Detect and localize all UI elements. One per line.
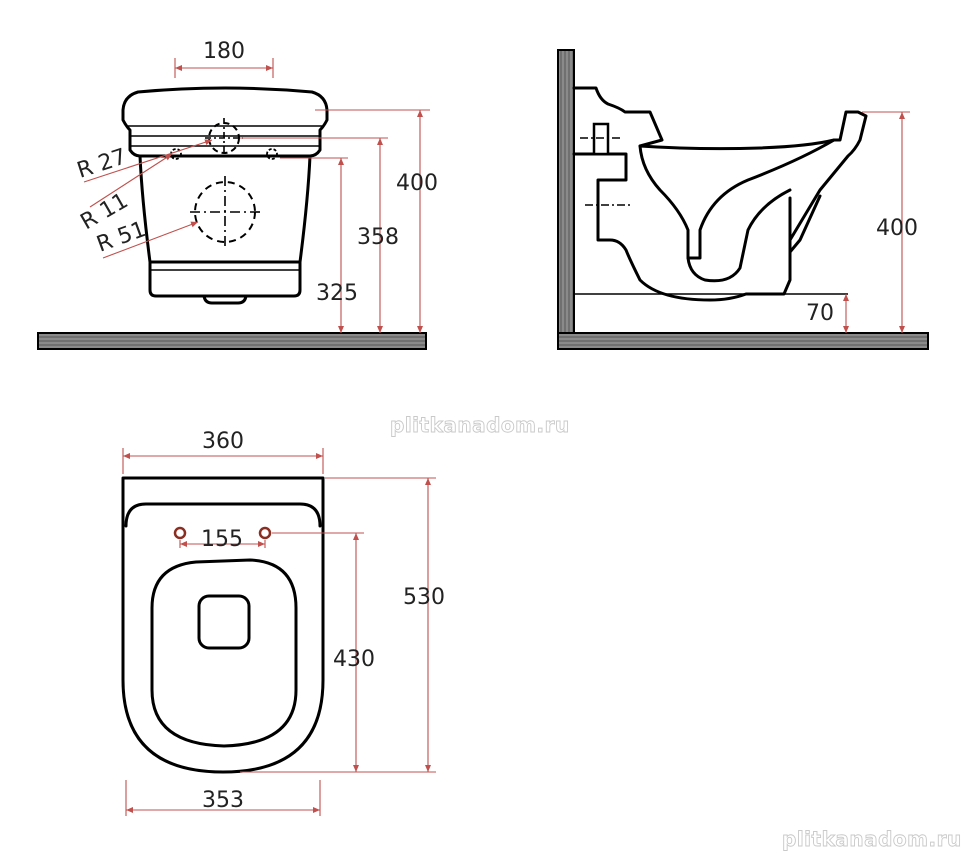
- top-outlet-square: [197, 594, 251, 650]
- front-bowl-base: [148, 260, 302, 298]
- top-right-bolt: [258, 526, 272, 540]
- top-left-bolt: [173, 526, 187, 540]
- side-mount-block: [592, 122, 610, 156]
- dim-bolt-spacing: 155: [201, 527, 243, 552]
- dim-length-seat: 430: [333, 647, 375, 672]
- dim-front-height-total: 400: [396, 171, 438, 196]
- top-view: 360 155 530 430 353: [121, 429, 445, 816]
- side-view: 400 70: [557, 49, 929, 350]
- dim-side-height: 400: [876, 216, 918, 241]
- top-seat-outline: [124, 502, 322, 528]
- dim-front-width: 180: [203, 39, 245, 64]
- dim-bottom-width: 353: [202, 788, 244, 813]
- dim-front-height-inlet: 358: [357, 225, 399, 250]
- watermark-corner: plitkanadom.ru: [782, 827, 962, 851]
- top-outer-outline: [121, 476, 325, 774]
- front-view: 180 400 358 325 R 27 R 11 R 51: [37, 39, 438, 350]
- dim-side-floor-clearance: 70: [806, 301, 834, 326]
- dim-radius-top: R 27: [74, 144, 130, 183]
- side-wall: [557, 49, 575, 335]
- dim-length-total: 530: [403, 585, 445, 610]
- front-floor: [37, 332, 427, 350]
- front-bowl-body: [138, 154, 312, 264]
- watermark-center: plitkanadom.ru: [390, 413, 570, 437]
- dim-top-width: 360: [202, 429, 244, 454]
- side-floor: [557, 332, 929, 350]
- dim-front-height-bolts: 325: [316, 281, 358, 306]
- top-bowl-opening: [150, 558, 298, 748]
- side-bowl-outline: [572, 86, 868, 302]
- front-right-bolt: [266, 148, 278, 160]
- front-bowl-top: [121, 86, 329, 158]
